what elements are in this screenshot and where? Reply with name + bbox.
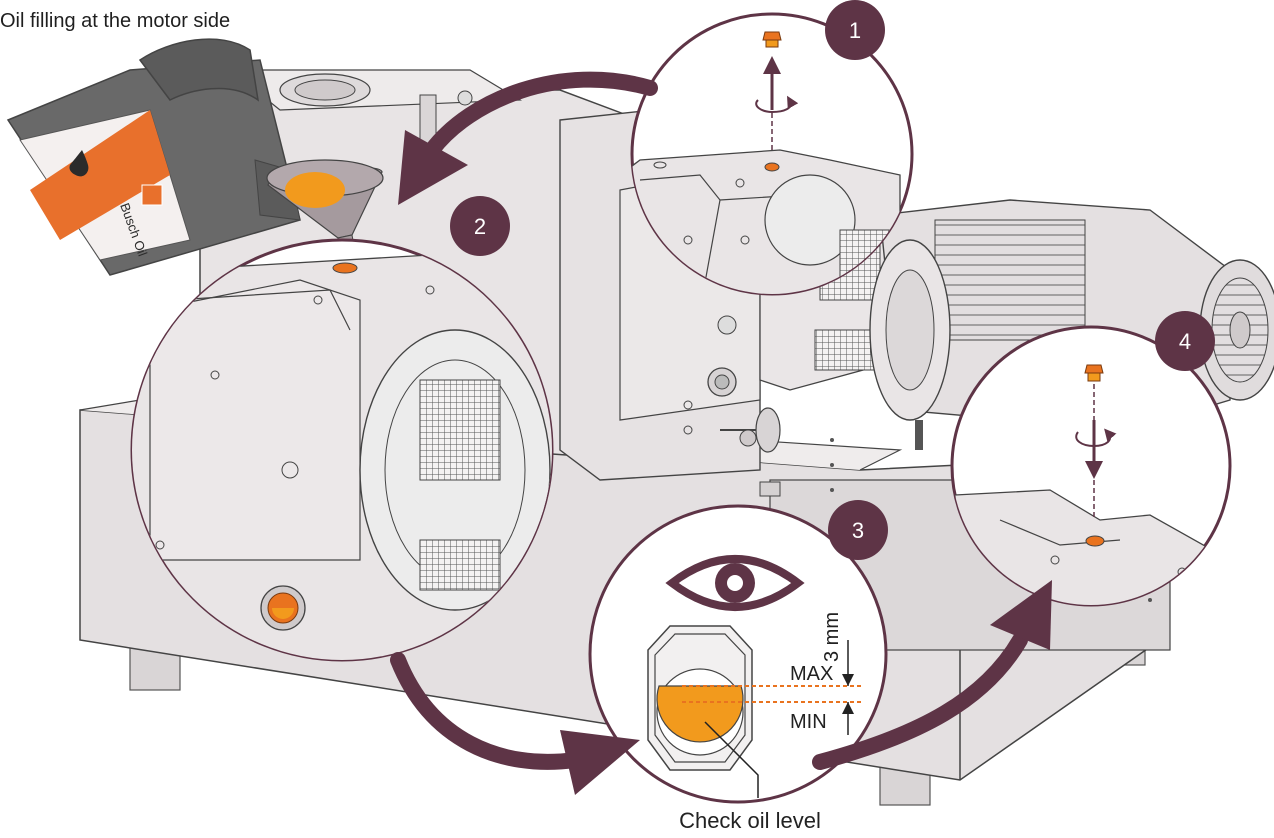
max-label: MAX (790, 663, 833, 685)
zoom-circle-step-2: 2 (130, 196, 554, 662)
eye-icon (665, 555, 805, 611)
rotate-cw-icon (1075, 428, 1117, 448)
oil-can-handle (138, 38, 260, 102)
oil-level-fill (656, 685, 744, 743)
step-number-3: 3 (852, 518, 864, 543)
check-oil-level-label: Check oil level (679, 808, 821, 833)
callout-leader (704, 721, 759, 798)
step-badge-2 (450, 196, 510, 256)
arrow-step3-to-step4 (812, 632, 1028, 770)
gap-label: 3 mm (821, 612, 843, 662)
arrow-step1-to-step2 (424, 71, 658, 158)
zoom-circle-step-3: MAX MIN 3 mm 3 (588, 500, 888, 804)
oil-fill-plug (1084, 364, 1104, 374)
diagram-caption: Oil filling at the motor side (0, 10, 231, 32)
zoom-circle-step-4: 4 (950, 311, 1232, 607)
step-number-2: 2 (474, 214, 486, 239)
step-badge-3 (828, 500, 888, 560)
step-badge-4 (1155, 311, 1215, 371)
oil-can: Busch Oil (6, 38, 301, 276)
oil-in-funnel (285, 172, 345, 208)
funnel (266, 159, 384, 269)
step-number-1: 1 (849, 18, 861, 43)
step-badge-1 (825, 0, 885, 60)
rotate-ccw-icon (755, 95, 799, 114)
arrow-step2-to-step3 (390, 652, 583, 770)
busch-logo (141, 184, 163, 206)
sequence-arrows (390, 71, 1052, 795)
step-number-4: 4 (1179, 329, 1191, 354)
oil-drop-icon (69, 150, 89, 177)
min-label: MIN (790, 711, 827, 733)
oil-fill-plug (762, 31, 782, 41)
